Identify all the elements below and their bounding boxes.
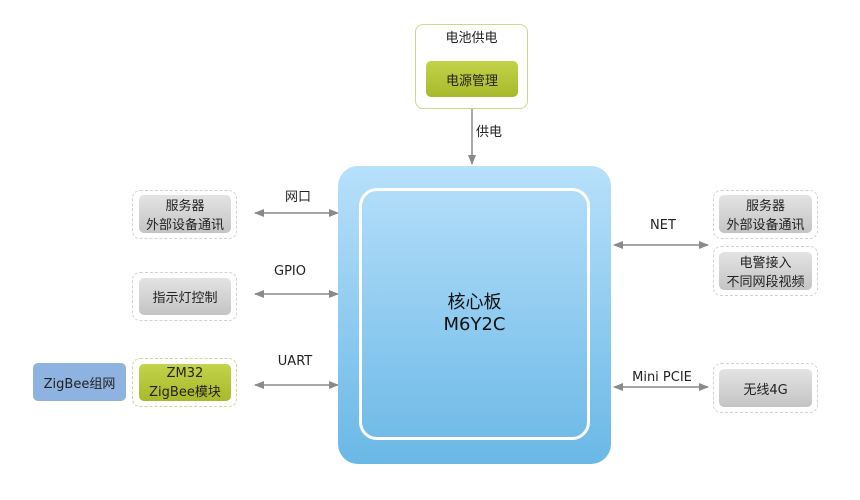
server-comm-right-line1: 服务器 bbox=[745, 199, 785, 214]
core-board-model: M6Y2C bbox=[443, 314, 506, 335]
lan-link-label: 网口 bbox=[284, 190, 311, 205]
power-link-label: 供电 bbox=[476, 125, 503, 140]
indicator-control-label: 指示灯控制 bbox=[152, 291, 218, 306]
zigbee-network-label: ZigBee组网 bbox=[43, 376, 116, 392]
server-comm-left-line1: 服务器 bbox=[165, 199, 205, 214]
net-link-label: NET bbox=[650, 218, 676, 233]
police-video-line1: 电警接入 bbox=[739, 256, 792, 271]
indicator-control-box: 指示灯控制 bbox=[139, 278, 231, 315]
server-comm-right-line2: 外部设备通讯 bbox=[726, 218, 805, 233]
minipcie-link-label: Mini PCIE bbox=[632, 370, 692, 385]
battery-power-label: 电池供电 bbox=[445, 31, 498, 46]
core-board-inner: 核心板 M6Y2C bbox=[359, 188, 590, 440]
server-comm-right-box: 服务器 外部设备通讯 bbox=[719, 195, 812, 233]
zigbee-module-box: ZM32 ZigBee模块 bbox=[139, 364, 231, 401]
power-management-box: 电源管理 bbox=[426, 61, 518, 97]
zigbee-module-line1: ZM32 bbox=[166, 365, 204, 381]
server-comm-left-line2: 外部设备通讯 bbox=[145, 218, 224, 233]
police-video-line2: 不同网段视频 bbox=[726, 275, 805, 290]
gpio-link-label: GPIO bbox=[274, 264, 306, 279]
wireless-4g-box: 无线4G bbox=[719, 369, 812, 407]
zigbee-module-line2: ZigBee模块 bbox=[149, 384, 221, 400]
wireless-4g-label: 无线4G bbox=[743, 382, 788, 398]
police-video-box: 电警接入 不同网段视频 bbox=[719, 252, 812, 290]
core-board bbox=[338, 166, 611, 464]
uart-link-label: UART bbox=[277, 354, 313, 369]
core-board-title: 核心板 bbox=[447, 292, 502, 313]
zigbee-network-box: ZigBee组网 bbox=[33, 363, 126, 401]
power-management-label: 电源管理 bbox=[445, 73, 498, 89]
server-comm-left-box: 服务器 外部设备通讯 bbox=[139, 195, 231, 233]
